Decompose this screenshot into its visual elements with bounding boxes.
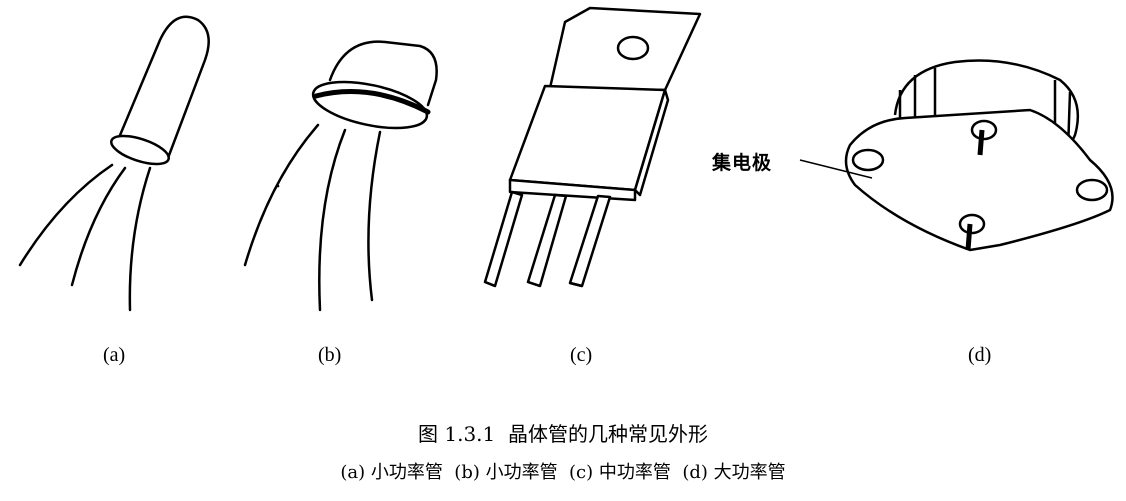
transistor-c-drawing: [483, 6, 702, 288]
callout-leader-line: [799, 159, 873, 179]
figure-caption-title: 图 1.3.1 晶体管的几种常见外形: [418, 422, 708, 446]
transistor-d-drawing: [844, 59, 1114, 252]
label-b: (b): [318, 344, 342, 366]
label-d: (d): [968, 344, 992, 366]
transistor-a-drawing: [18, 15, 210, 312]
collector-callout-label: 集电极: [712, 152, 773, 174]
figure-caption-subtitle: (a) 小功率管 (b) 小功率管 (c) 中功率管 (d) 大功率管: [340, 462, 786, 483]
transistor-b-drawing: [243, 40, 438, 312]
stray-dot: [276, 184, 280, 188]
label-a: (a): [103, 344, 126, 366]
label-c: (c): [570, 344, 593, 366]
